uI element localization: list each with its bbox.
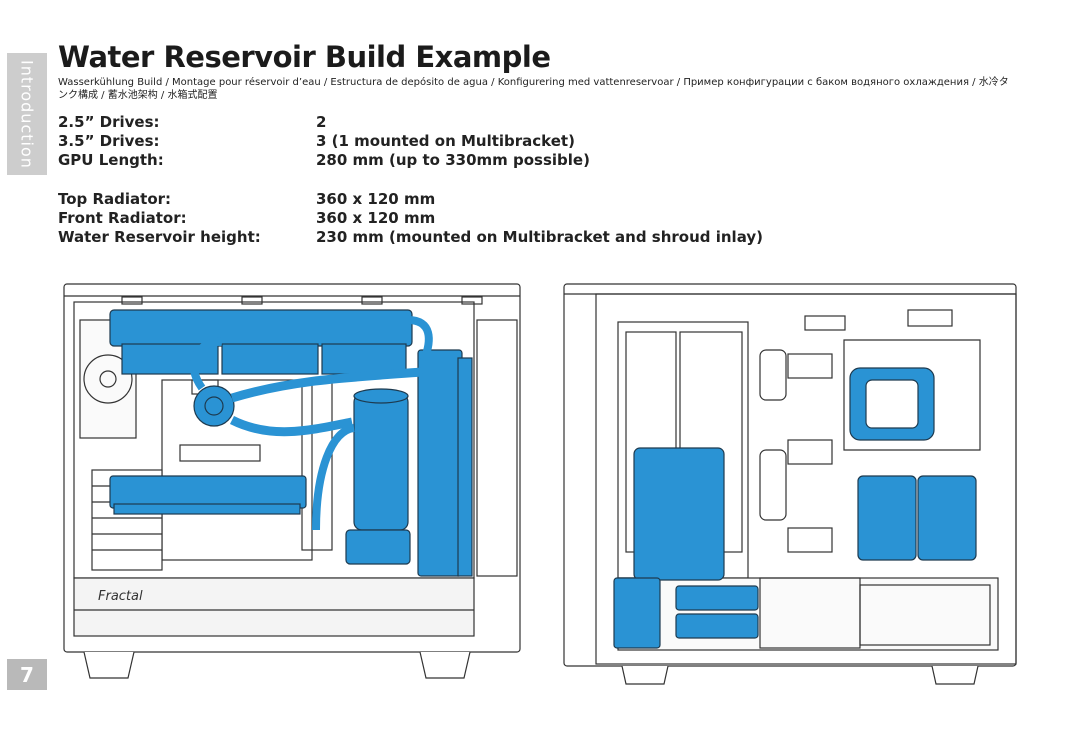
spec-value: 360 x 120 mm [316, 208, 436, 227]
spec-label: 2.5” Drives: [58, 112, 160, 131]
spec-label: Front Radiator: [58, 208, 187, 227]
page-title: Water Reservoir Build Example [58, 40, 551, 74]
spec-row: Top Radiator: 360 x 120 mm [58, 189, 763, 208]
spec-label: Top Radiator: [58, 189, 172, 208]
page-number: 7 [7, 659, 47, 690]
spec-value: 3 (1 mounted on Multibracket) [316, 131, 575, 150]
section-tab-label: Introduction [17, 59, 37, 169]
spec-value: 2 [316, 112, 327, 131]
spec-value: 360 x 120 mm [316, 189, 436, 208]
spec-label: Water Reservoir height: [58, 228, 261, 247]
spec-label: 3.5” Drives: [58, 131, 160, 150]
spec-value: 280 mm (up to 330mm possible) [316, 151, 590, 170]
spec-row: GPU Length: 280 mm (up to 330mm possible… [58, 151, 763, 170]
spec-label: GPU Length: [58, 151, 164, 170]
spec-row: 2.5” Drives: 2 [58, 112, 763, 131]
brand-logo: Fractal [98, 589, 143, 604]
case-back-view-illustration [563, 283, 1017, 685]
section-tab: Introduction [7, 53, 47, 175]
case-side-view-illustration: Fractal [63, 283, 521, 679]
spec-value: 230 mm (mounted on Multibracket and shro… [316, 228, 763, 247]
page-subtitle: Wasserkühlung Build / Montage pour réser… [58, 77, 1009, 101]
spec-row: Front Radiator: 360 x 120 mm [58, 208, 763, 227]
spec-list: 2.5” Drives: 2 3.5” Drives: 3 (1 mounted… [58, 112, 763, 247]
spec-row: 3.5” Drives: 3 (1 mounted on Multibracke… [58, 131, 763, 150]
spec-row: Water Reservoir height: 230 mm (mounted … [58, 227, 763, 246]
